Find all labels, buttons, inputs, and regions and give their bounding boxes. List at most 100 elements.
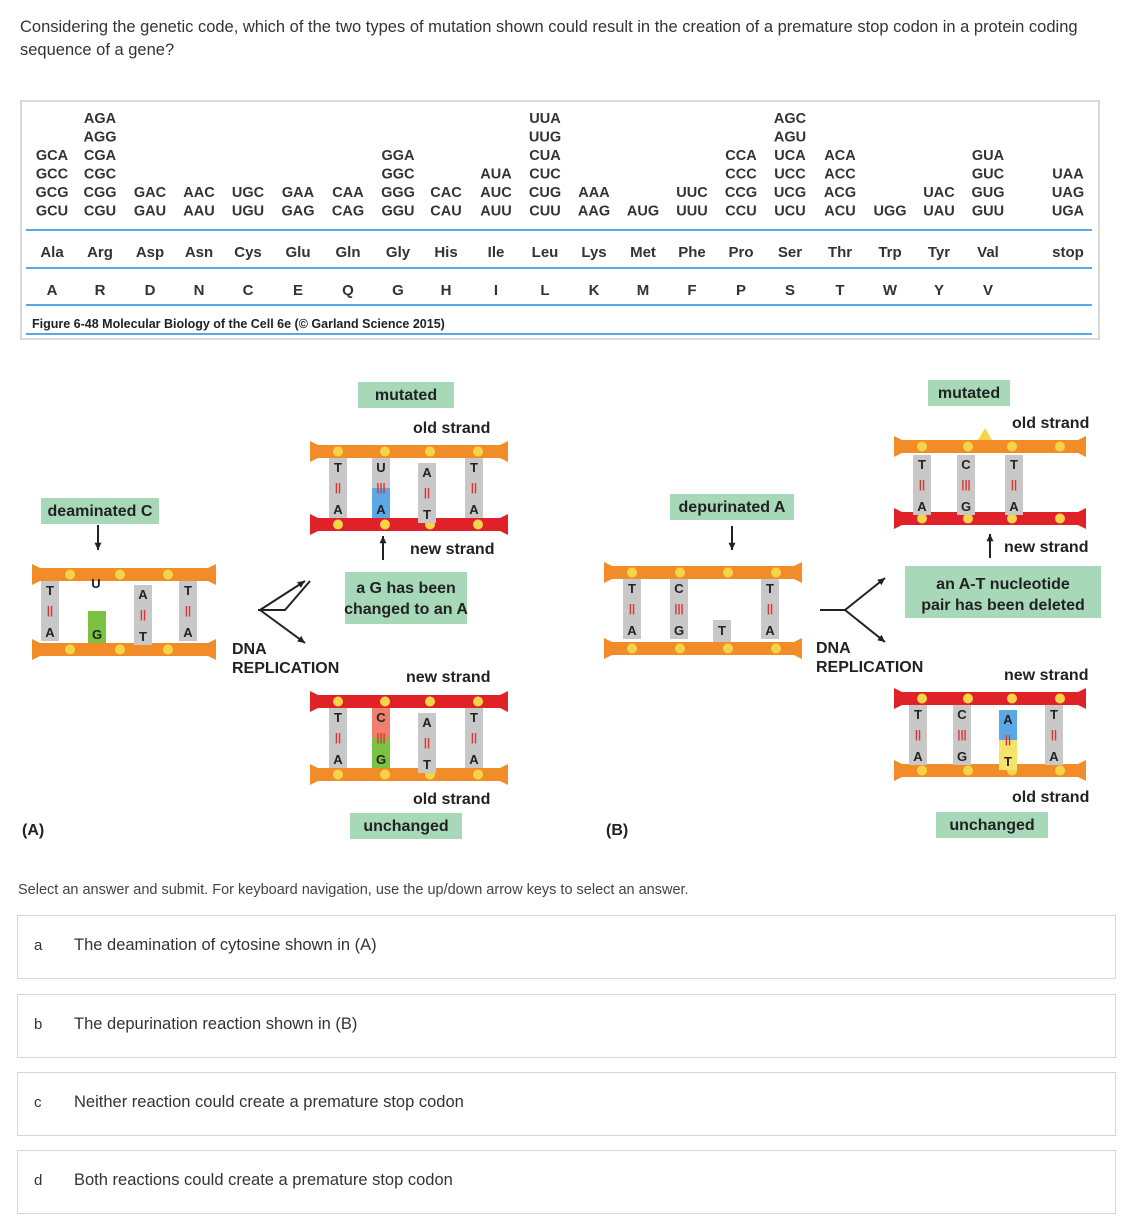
nucleotide-base — [957, 455, 975, 485]
base-letter: A — [1049, 749, 1059, 764]
codon-text: GAU — [134, 204, 166, 220]
new-strand-label: new strand — [1004, 539, 1088, 556]
nucleotide-base — [999, 710, 1017, 740]
codon-text: GCC — [36, 167, 69, 183]
amino-acid-code: H — [441, 282, 452, 299]
base-letter: T — [1050, 707, 1058, 722]
sugar-node — [473, 446, 483, 457]
amino-acid-code: A — [47, 282, 58, 299]
base-letter: G — [957, 749, 967, 764]
nucleotide-base — [465, 488, 483, 518]
codon-text: ACU — [824, 204, 855, 220]
codon-text: GCA — [36, 148, 69, 164]
sugar-node — [65, 569, 75, 580]
nucleotide-base — [623, 579, 641, 609]
codon-text: CCC — [725, 167, 757, 183]
base-letter: T — [184, 583, 192, 598]
option-d[interactable]: d Both reactions could create a prematur… — [17, 1150, 1116, 1214]
base-letter: A — [1009, 499, 1019, 514]
nucleotide-base — [1045, 735, 1063, 765]
option-b[interactable]: b The depurination reaction shown in (B) — [17, 994, 1116, 1058]
codon-text: GCU — [36, 204, 68, 220]
base-letter: G — [961, 499, 971, 514]
replication-label: DNA — [816, 640, 851, 657]
nucleotide-base — [179, 611, 197, 641]
amino-acid-name: Met — [630, 244, 656, 261]
sugar-node — [963, 513, 973, 524]
sugar-node — [380, 696, 390, 707]
strand-end — [894, 508, 902, 529]
nucleotide-base — [41, 581, 59, 611]
codon-text: AUC — [480, 185, 512, 201]
hydrogen-bonds: || — [140, 609, 146, 621]
strand-end — [1078, 688, 1086, 709]
codon-text: CAC — [430, 185, 462, 201]
option-a[interactable]: a The deamination of cytosine shown in (… — [17, 915, 1116, 979]
amino-acid-code: C — [243, 282, 254, 299]
nucleotide-base — [179, 581, 197, 611]
codon-text: ACC — [824, 167, 856, 183]
old-strand-label: old strand — [413, 791, 490, 808]
strand-end — [500, 691, 508, 712]
arrow-head — [986, 534, 994, 542]
amino-acid-name: Val — [977, 244, 999, 261]
arrow-head — [94, 542, 102, 550]
nucleotide-base — [623, 609, 641, 639]
sugar-node — [425, 446, 435, 457]
option-text: Both reactions could create a premature … — [74, 1171, 453, 1189]
option-c[interactable]: c Neither reaction could create a premat… — [17, 1072, 1116, 1136]
sugar-node — [627, 643, 637, 654]
base-letter: T — [1004, 754, 1012, 769]
hydrogen-bonds: || — [1005, 734, 1011, 746]
mutation-diagram: deaminated Cdeaminated CTA||UGAT||TA||DN… — [22, 380, 1101, 839]
hydrogen-bonds: || — [47, 605, 53, 617]
strand-end — [500, 764, 508, 785]
arrow-head — [379, 536, 387, 544]
nucleotide-base — [953, 705, 971, 735]
codon-table: GCAGCCGCGGCUAlaAAGAAGGCGACGCCGGCGUArgRGA… — [26, 111, 1092, 335]
option-letter: c — [34, 1094, 42, 1111]
nucleotide-base — [418, 463, 436, 493]
new-strand-label: new strand — [410, 541, 494, 558]
amino-acid-code: S — [785, 282, 795, 299]
base-letter: G — [376, 752, 386, 767]
figure-caption: Figure 6-48 Molecular Biology of the Cel… — [32, 317, 445, 331]
base-letter: C — [957, 707, 967, 722]
nucleotide-base — [1005, 485, 1023, 515]
nucleotide-base — [913, 455, 931, 485]
nucleotide-base — [41, 611, 59, 641]
codon-text: UCU — [774, 204, 805, 220]
sugar-node — [963, 693, 973, 704]
strand-end — [894, 436, 902, 457]
nucleotide-base — [372, 488, 390, 518]
sugar-node — [380, 446, 390, 457]
base-letter: A — [765, 623, 775, 638]
deamination-bulge — [76, 569, 120, 581]
codon-text: UUU — [676, 204, 707, 220]
amino-acid-name: Gln — [336, 244, 361, 261]
strand-end — [1078, 508, 1086, 529]
unchanged-label: unchanged — [949, 817, 1034, 834]
amino-acid-name: Gly — [386, 244, 411, 261]
nucleotide-base — [329, 738, 347, 768]
hydrogen-bonds: || — [1051, 729, 1057, 741]
amino-acid-code: N — [194, 282, 205, 299]
amino-acid-code: E — [293, 282, 303, 299]
codon-text: CGC — [84, 167, 117, 183]
codon-text: AUA — [480, 167, 512, 183]
sugar-node — [473, 696, 483, 707]
dna-strand — [902, 692, 1078, 705]
amino-acid-name: Ile — [488, 244, 505, 261]
sugar-node — [917, 441, 927, 452]
dna-strand — [902, 512, 1078, 525]
base-letter: T — [914, 707, 922, 722]
codon-text: CCG — [725, 185, 757, 201]
base-letter: A — [469, 502, 479, 517]
codon-text: UAC — [923, 185, 955, 201]
base-letter: T — [628, 581, 636, 596]
codon-text: GGC — [381, 167, 415, 183]
replication-label: REPLICATION — [816, 659, 923, 676]
sugar-node — [675, 567, 685, 578]
codon-text: AGG — [83, 130, 116, 146]
